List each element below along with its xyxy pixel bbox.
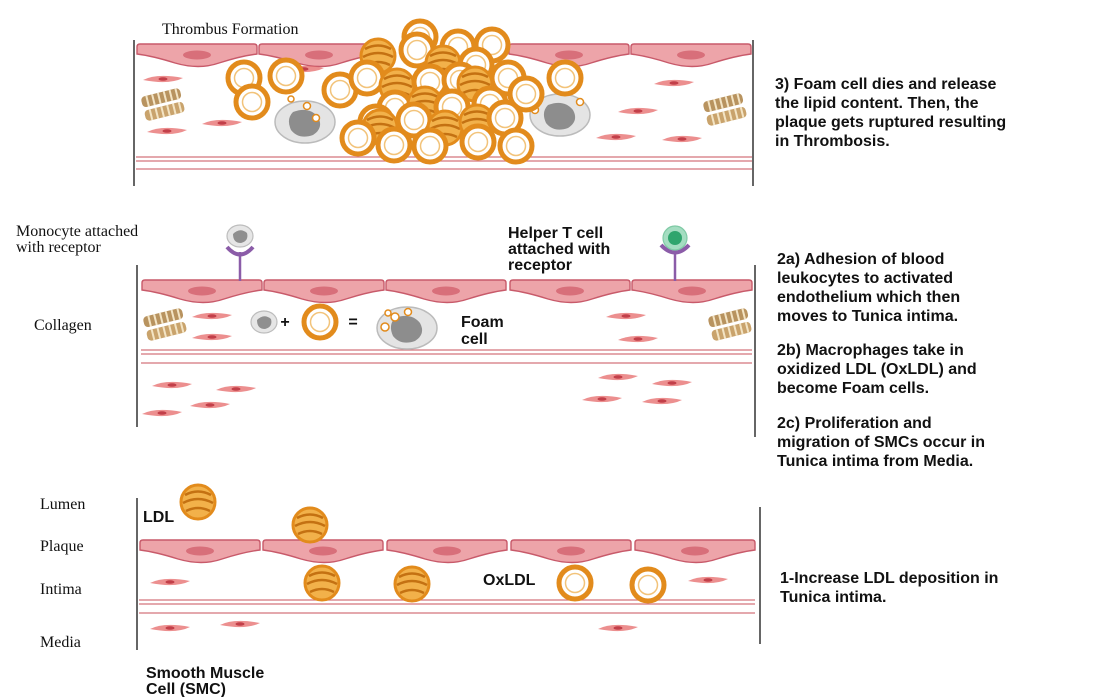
collagen-icon xyxy=(141,306,189,343)
smooth-muscle-cell-icon xyxy=(143,75,183,83)
step-1-note: 1-Increase LDL deposition in Tunica inti… xyxy=(780,570,999,606)
endothelial-cell-icon xyxy=(262,539,384,564)
thrombus-panel: Thrombus Formation xyxy=(133,21,754,186)
ldl-particle-icon xyxy=(303,564,341,602)
plus-sign: + xyxy=(280,314,289,331)
endothelial-cell-icon xyxy=(385,279,507,304)
smooth-muscle-cell-icon xyxy=(654,79,694,87)
internal-elastic-lamina xyxy=(136,156,752,170)
smooth-muscle-cell-icon xyxy=(652,379,692,387)
smc-label: Smooth Muscle Cell (SMC) xyxy=(146,665,269,697)
smooth-muscle-cell-icon xyxy=(618,335,658,343)
smooth-muscle-cell-icon xyxy=(596,133,636,141)
ldl-label: LDL xyxy=(143,509,174,526)
endothelial-cell-icon xyxy=(141,279,263,304)
layer-label-media: Media xyxy=(40,634,81,651)
oxldl-particle-icon xyxy=(414,130,446,162)
collagen-icon xyxy=(139,86,187,123)
collagen-icon xyxy=(701,91,749,128)
oxldl-particle-icon xyxy=(500,130,532,162)
thrombus-ldl-cluster xyxy=(228,21,581,162)
internal-elastic-lamina xyxy=(139,599,755,614)
smooth-muscle-cell-icon xyxy=(147,127,187,135)
smooth-muscle-cell-icon xyxy=(152,381,192,389)
receptor-icon xyxy=(225,245,255,281)
endothelial-cell-icon xyxy=(386,539,508,564)
endothelial-cell-icon xyxy=(263,279,385,304)
oxldl-particle-icon xyxy=(351,62,383,94)
smooth-muscle-cell-icon xyxy=(150,578,190,586)
smooth-muscle-cell-icon xyxy=(618,107,658,115)
smooth-muscle-cell-icon xyxy=(192,312,232,320)
smooth-muscle-cell-icon xyxy=(688,576,728,584)
monocyte-label: Monocyte attached with receptor xyxy=(16,223,142,256)
endothelium-layer xyxy=(139,539,756,564)
oxldl-label: OxLDL xyxy=(483,572,536,589)
leukocyte-adhesion-panel: + = Foam cell Monocyte attached with rec… xyxy=(16,223,756,437)
layer-label-intima: Intima xyxy=(40,581,82,598)
collagen-icon xyxy=(706,306,754,343)
collagen-label: Collagen xyxy=(34,317,92,334)
smooth-muscle-cell-icon xyxy=(142,409,182,417)
ldl-deposition-panel: LDL OxLDL Lumen Plaque Intima Media Smoo… xyxy=(40,483,761,697)
endothelial-cell-icon xyxy=(509,279,631,304)
smooth-muscle-cell-icon xyxy=(598,373,638,381)
receptor-icon xyxy=(659,243,691,281)
endothelial-cell-icon xyxy=(630,43,752,68)
oxldl-particle-icon xyxy=(549,62,581,94)
oxldl-particle-icon xyxy=(342,122,374,154)
step-2a-note: 2a) Adhesion of blood leukocytes to acti… xyxy=(777,251,961,325)
endothelial-cell-icon xyxy=(510,539,632,564)
step-3-note: 3) Foam cell dies and release the lipid … xyxy=(775,76,1007,150)
smooth-muscle-cell-icon xyxy=(642,397,682,405)
smooth-muscle-cell-icon xyxy=(150,624,190,632)
smooth-muscle-cell-icon xyxy=(192,333,232,341)
foam-cell-label: Foam cell xyxy=(461,314,508,348)
smooth-muscle-cell-icon xyxy=(662,135,702,143)
monocyte-icon xyxy=(250,310,278,334)
endothelial-cell-icon xyxy=(634,539,756,564)
endothelial-cell-icon xyxy=(631,279,753,304)
oxldl-particle-icon xyxy=(304,306,336,338)
smooth-muscle-cell-icon xyxy=(190,401,230,409)
smooth-muscle-cell-icon xyxy=(582,395,622,403)
helper-t-cell-icon xyxy=(662,225,688,251)
oxldl-particle-icon xyxy=(559,567,591,599)
ldl-particle-icon xyxy=(393,565,431,603)
thrombus-title: Thrombus Formation xyxy=(162,21,298,38)
smooth-muscle-cell-icon xyxy=(598,624,638,632)
monocyte-icon xyxy=(226,224,254,248)
endothelium-layer xyxy=(141,279,753,304)
oxldl-particle-icon xyxy=(270,60,302,92)
oxldl-particle-icon xyxy=(462,126,494,158)
smooth-muscle-cell-icon xyxy=(216,385,256,393)
helper-t-cell-label: Helper T cell attached with receptor xyxy=(508,225,615,274)
smooth-muscle-cell-icon xyxy=(202,119,242,127)
equals-sign: = xyxy=(348,314,357,331)
smooth-muscle-cell-icon xyxy=(606,312,646,320)
oxldl-particle-icon xyxy=(632,569,664,601)
oxldl-particle-icon xyxy=(236,86,268,118)
oxldl-particle-icon xyxy=(378,129,410,161)
foam-cell-icon xyxy=(274,95,336,144)
step-2c-note: 2c) Proliferation and migration of SMCs … xyxy=(777,415,986,470)
smooth-muscle-cell-icon xyxy=(220,620,260,628)
layer-label-lumen: Lumen xyxy=(40,496,85,513)
ldl-particle-icon xyxy=(179,483,217,521)
step-2b-note: 2b) Macrophages take in oxidized LDL (Ox… xyxy=(777,342,977,397)
foam-cell-icon xyxy=(376,306,438,350)
ldl-particle-icon xyxy=(291,506,329,544)
endothelial-cell-icon xyxy=(139,539,261,564)
layer-label-plaque: Plaque xyxy=(40,538,84,555)
internal-elastic-lamina xyxy=(141,349,752,364)
